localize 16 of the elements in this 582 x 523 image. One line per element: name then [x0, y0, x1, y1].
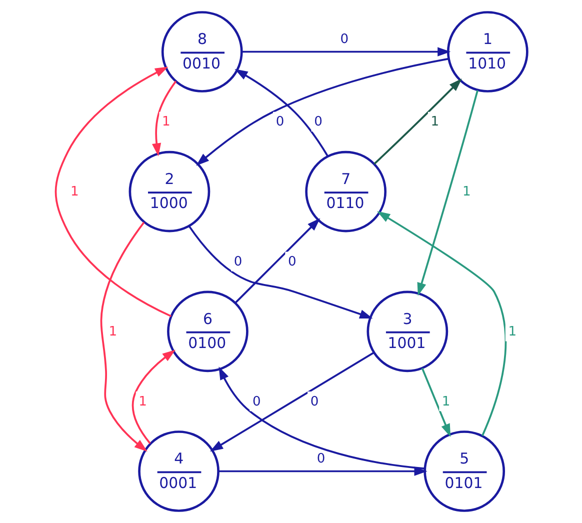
- edge-label: 0: [314, 114, 322, 130]
- edge-label: 1: [108, 324, 117, 340]
- edge-label: 1: [138, 394, 146, 410]
- edge-label: 1: [162, 114, 170, 130]
- edge-label: 0: [275, 114, 284, 130]
- edge-label: 0: [252, 394, 260, 410]
- edge-label: 1: [441, 394, 450, 410]
- edge-label: 1: [430, 114, 439, 130]
- edge-label: 0: [340, 32, 348, 48]
- edge-label: 0: [287, 254, 296, 270]
- edge-label: 0: [316, 452, 325, 467]
- edge-label: 0: [310, 394, 318, 410]
- edge-label: 1: [508, 324, 516, 340]
- edge-label: 0: [233, 254, 242, 270]
- edge-label: 1: [70, 184, 78, 200]
- edge-label: 1: [462, 184, 470, 200]
